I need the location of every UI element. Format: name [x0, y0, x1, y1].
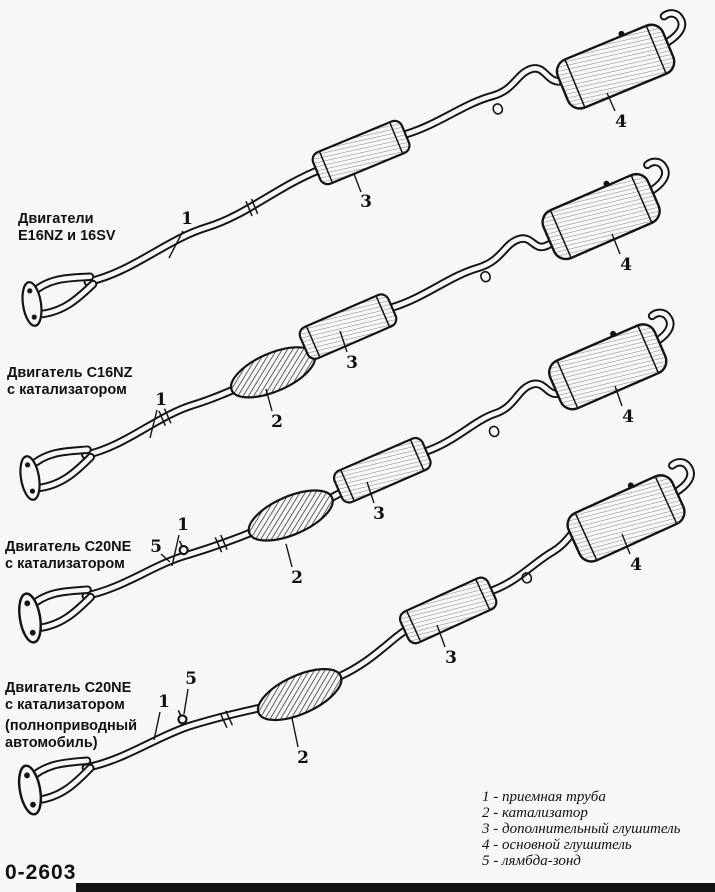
- middle-muffler: [309, 117, 414, 188]
- legend-item-4: 4 - основной глушитель: [482, 837, 632, 853]
- callout-number: 2: [297, 748, 309, 768]
- tailpipe-fill: [645, 159, 668, 196]
- tailpipe-fill: [669, 460, 693, 496]
- callout-number: 4: [620, 255, 632, 275]
- callout-number: 5: [185, 669, 197, 689]
- engine-label-3-line-2: с катализатором: [5, 556, 125, 572]
- engine-label-2-line-2: с катализатором: [7, 382, 127, 398]
- engine-label-4-line-3: (полноприводный: [5, 718, 137, 734]
- legend: 1 - приемная труба 2 - катализатор 3 - д…: [481, 789, 681, 869]
- engine-label-4-line-1: Двигатель C20NE: [5, 680, 132, 696]
- callout-number: 3: [445, 648, 457, 668]
- engine-label-1-line-2: E16NZ и 16SV: [18, 228, 116, 244]
- figure-number: 0-2603: [5, 861, 76, 884]
- lambda-sensor: [173, 707, 189, 726]
- engine-label-1-line-1: Двигатели: [18, 211, 94, 227]
- callout-number: 3: [373, 504, 385, 524]
- callout-number: 4: [615, 112, 627, 132]
- rubber-hanger: [490, 101, 505, 117]
- tailpipe-fill: [649, 310, 673, 347]
- callout-number: 1: [181, 209, 193, 229]
- engine-label-4-line-4: автомобиль): [5, 735, 98, 751]
- middle-muffler: [396, 573, 501, 647]
- rubber-hanger: [487, 424, 502, 439]
- exhaust-system-3: [3, 308, 675, 650]
- callout-leader-lines: [149, 92, 631, 748]
- pipe-fill: [85, 167, 321, 285]
- legend-item-1: 1 - приемная труба: [482, 789, 606, 805]
- callout-number: 4: [630, 555, 642, 575]
- legend-item-2: 2 - катализатор: [482, 805, 588, 821]
- catalytic-converter: [249, 657, 350, 732]
- legend-item-5: 5 - лямбда-зонд: [482, 853, 581, 869]
- engine-label-4-line-2: с катализатором: [5, 697, 125, 713]
- callout-number: 3: [346, 353, 358, 373]
- rear-muffler: [535, 164, 665, 265]
- rear-muffler: [549, 14, 680, 114]
- middle-muffler: [330, 434, 435, 507]
- bottom-rule: [76, 883, 715, 892]
- exhaust-system-4: [3, 458, 695, 822]
- exhaust-system-2: [6, 157, 670, 507]
- rubber-hanger: [478, 269, 493, 284]
- rear-muffler: [560, 465, 690, 567]
- rear-muffler: [541, 314, 672, 415]
- engine-label-3-line-1: Двигатель C20NE: [5, 539, 132, 555]
- callout-number: 2: [291, 568, 303, 588]
- callout-number: 1: [155, 390, 167, 410]
- callout-number: 4: [622, 407, 634, 427]
- exhaust-system-1: [8, 9, 687, 333]
- tailpipe-fill: [660, 11, 685, 48]
- engine-label-2-line-1: Двигатель C16NZ: [7, 365, 133, 381]
- callout-number: 2: [271, 412, 283, 432]
- middle-muffler: [296, 290, 400, 363]
- catalytic-converter: [240, 479, 341, 552]
- engine-labels: Двигатели E16NZ и 16SV Двигатель C16NZ с…: [5, 211, 137, 751]
- callout-numbers: 1 3 4 1 2 3 4 5 1 2 3 4 1 5 2 3 4: [150, 112, 642, 768]
- callout-number: 1: [177, 515, 189, 535]
- callout-number: 1: [158, 692, 170, 712]
- legend-item-3: 3 - дополнительный глушитель: [481, 821, 681, 837]
- callout-number: 3: [360, 192, 372, 212]
- callout-number: 5: [150, 537, 162, 557]
